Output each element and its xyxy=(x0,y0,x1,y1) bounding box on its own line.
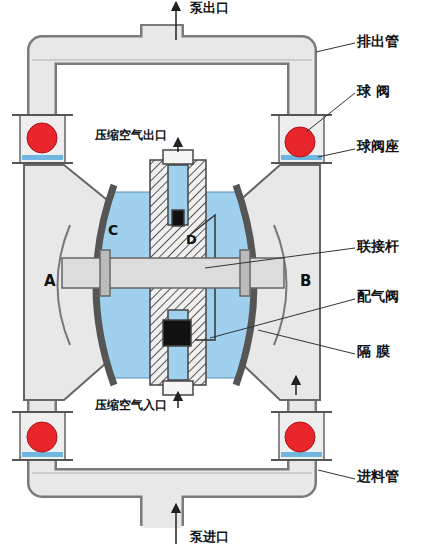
port-label: 泵出口 xyxy=(190,0,229,16)
part-label: 进料管 xyxy=(357,468,399,485)
air-arrow xyxy=(177,142,179,408)
chamber-letter: C xyxy=(108,222,118,239)
part-label: 球阀座 xyxy=(357,138,399,155)
chamber-letter: B xyxy=(300,272,311,290)
part-label: 排出管 xyxy=(357,33,399,50)
pump-casing xyxy=(24,165,320,400)
pipe-frame xyxy=(32,24,312,528)
connecting-rod xyxy=(62,250,284,296)
part-label: 联接杆 xyxy=(357,238,399,255)
part-label: 隔 膜 xyxy=(357,343,390,360)
part-label: 配气阀 xyxy=(357,288,399,305)
leader-line xyxy=(205,43,355,479)
flow-arrow xyxy=(176,6,296,544)
port-label: 压缩空气出口 xyxy=(95,128,167,142)
ball-valve xyxy=(12,115,332,460)
port-label: 压缩空气入口 xyxy=(95,398,167,412)
chamber-letter: D xyxy=(186,232,197,248)
chamber-letter: A xyxy=(44,272,56,290)
part-label: 球 阀 xyxy=(357,83,390,100)
port-label: 泵进口 xyxy=(190,529,229,545)
